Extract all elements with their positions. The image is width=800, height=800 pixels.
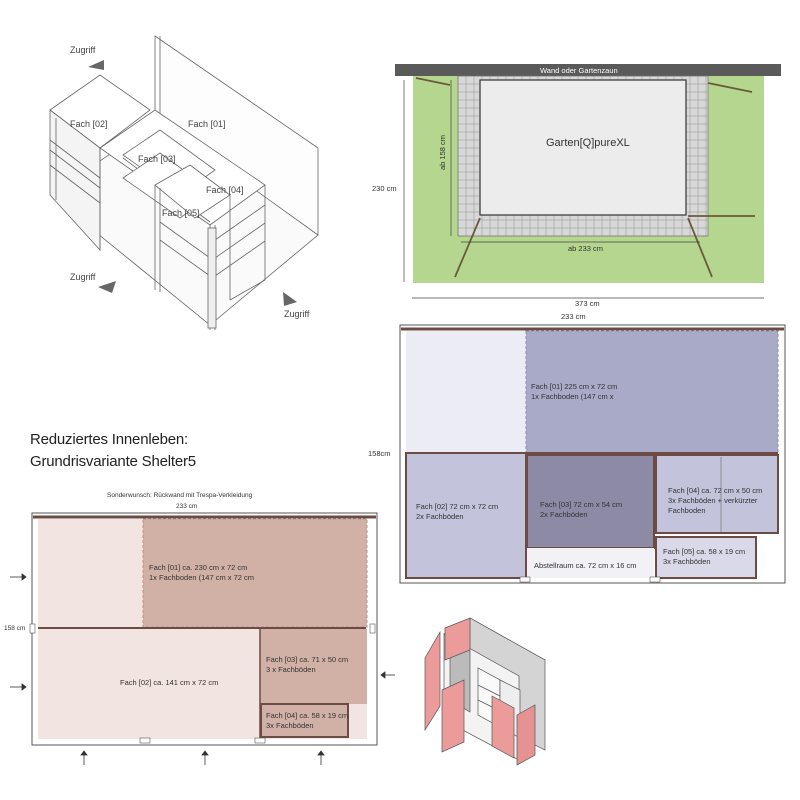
compartment-label: Fach [05] xyxy=(162,208,200,218)
access-arrow-icon xyxy=(88,60,104,70)
fach03-detail: 2x Fachböden xyxy=(540,510,588,519)
fach05-label: Fach [05] ca. 58 x 19 cm xyxy=(663,547,745,556)
fach01-label: Fach [01] 225 cm x 72 cm xyxy=(531,382,617,391)
compartment-empty xyxy=(38,519,143,627)
compartment-fach04 xyxy=(260,703,349,738)
compartment-fach01 xyxy=(525,330,779,454)
fach04-label: Fach [04] ca. 58 x 19 cm xyxy=(266,711,348,720)
storage-label: Abstellraum ca. 72 cm x 16 cm xyxy=(534,561,637,570)
fach04-detail: 3x Fachböden xyxy=(266,721,314,730)
compartment-label: Fach [04] xyxy=(206,185,244,195)
compartment-fach03 xyxy=(260,629,367,704)
special-request-note: Sonderwunsch: Rückwand mit Trespa-Verkle… xyxy=(107,492,253,499)
total-width-label: 373 cm xyxy=(575,299,600,308)
fach02-detail: 2x Fachböden xyxy=(416,512,464,521)
door-poles xyxy=(415,77,755,278)
plan-width-label: 233 cm xyxy=(176,503,197,510)
fach04-detail: Fachboden xyxy=(668,506,706,515)
inner-width-label: ab 233 cm xyxy=(568,244,603,253)
variant-heading-line1: Reduziertes Innenleben: xyxy=(30,431,189,448)
fach03-label: Fach [03] ca. 71 x 50 cm xyxy=(266,655,348,664)
wall-label: Wand oder Gartenzaun xyxy=(540,66,618,75)
compartment-label: Fach [03] xyxy=(138,154,176,164)
fach02-label: Fach [02] 72 cm x 72 cm xyxy=(416,502,498,511)
total-height-label: 230 cm xyxy=(372,184,397,193)
compartment-empty xyxy=(406,331,526,453)
access-label: Zugriff xyxy=(284,309,310,319)
access-arrow-icon xyxy=(98,281,116,293)
compartment-label: Fach [01] xyxy=(188,119,226,129)
fach01-label: Fach [01] ca. 230 cm x 72 cm xyxy=(149,563,247,572)
iso-wireframe xyxy=(49,35,319,330)
plan-height-label: 158cm xyxy=(368,449,391,458)
garden-wall xyxy=(395,64,781,76)
compartment-fach03 xyxy=(526,454,655,549)
inner-height-label: ab 158 cm xyxy=(438,135,447,170)
fach03-detail: 3 x Fachböden xyxy=(266,665,316,674)
compartment-fach05 xyxy=(655,536,757,579)
fach01-detail: 1x Fachboden (147 cm x xyxy=(531,392,614,401)
fach01-detail: 1x Fachboden (147 cm x 72 cm xyxy=(149,573,254,582)
shelter-3d-model xyxy=(424,617,546,766)
fach02-label: Fach [02] ca. 141 cm x 72 cm xyxy=(120,678,218,687)
plan-width-label: 233 cm xyxy=(561,312,586,321)
compartment-label: Fach [02] xyxy=(70,119,108,129)
plan-height-label: 158 cm xyxy=(4,625,25,632)
compartment-fach01 xyxy=(142,518,368,628)
variant-heading-line2: Grundrisvariante Shelter5 xyxy=(30,453,196,470)
storage-space xyxy=(527,548,654,578)
shelter-footprint xyxy=(479,79,687,216)
fach05-detail: 3x Fachböden xyxy=(663,557,711,566)
compartment-fach04 xyxy=(655,454,779,534)
fach03-label: Fach [03] 72 cm x 54 cm xyxy=(540,500,622,509)
compartment-fach02 xyxy=(38,629,260,739)
access-label: Zugriff xyxy=(70,45,96,55)
product-label: Garten[Q]pureXL xyxy=(546,137,630,149)
fach04-label: Fach [04] ca. 72 cm x 50 cm xyxy=(668,486,762,495)
fach04-detail: 3x Fachböden + verkürzter xyxy=(668,496,758,505)
access-arrow-icon xyxy=(283,292,297,306)
access-arrows xyxy=(10,573,395,765)
dimension-lines xyxy=(403,80,764,299)
access-label: Zugriff xyxy=(70,272,96,282)
